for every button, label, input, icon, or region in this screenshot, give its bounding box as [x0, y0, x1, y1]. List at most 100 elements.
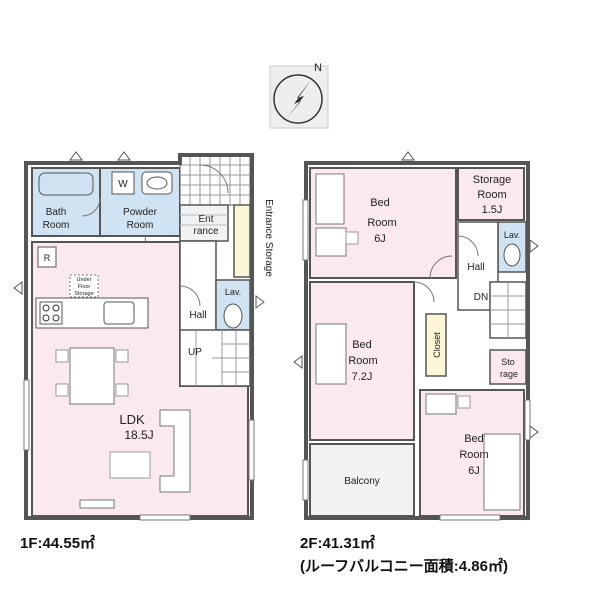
bathtub-icon [38, 172, 94, 196]
bed2-size: 7.2J [352, 371, 373, 383]
roof-balcony-area-note: (ルーフバルコニー面積:4.86㎡) [300, 558, 508, 575]
dn-label: DN [474, 292, 488, 303]
bed-icon [315, 173, 345, 225]
1f-outer-wall [24, 153, 254, 520]
vent-marker-icon [529, 425, 539, 439]
vent-marker-icon [293, 355, 303, 369]
powder-label-2: Room [127, 220, 154, 231]
desk-icon [315, 227, 347, 257]
bed1-label-1: Bed [370, 197, 390, 209]
underfloor-label-1: Under [77, 277, 92, 283]
door-swing-icon [457, 235, 479, 257]
tv-board-icon [79, 499, 115, 509]
bed3-size: 6J [468, 465, 480, 477]
bed-icon [315, 323, 347, 385]
bed1-label-2: Room [367, 217, 396, 229]
toilet-icon [223, 303, 243, 329]
door-swing-icon [179, 285, 201, 307]
bath-label-2: Room [43, 220, 70, 231]
closet-label: Closet [432, 332, 442, 358]
toilet-icon [503, 243, 521, 267]
lav-label-2f: Lav. [504, 230, 520, 240]
window-icon [23, 379, 30, 451]
coffee-table-icon [109, 451, 151, 479]
second-floor-plan: Bed Room 6J Storage Room 1.5J Lav. Hall … [293, 151, 539, 521]
balcony-label: Balcony [344, 476, 380, 487]
compass-circle-icon [273, 74, 323, 124]
lav-label-1f: Lav. [225, 287, 241, 297]
entrance-storage [233, 204, 251, 278]
up-label: UP [188, 347, 202, 358]
2f-area-label: 2F:41.31㎡ [300, 535, 376, 552]
entry-door-swing-icon [199, 164, 229, 194]
sink-icon [103, 301, 135, 325]
door-swing-icon [413, 281, 435, 303]
bed-icon [483, 433, 521, 511]
chair-icon [115, 349, 129, 363]
porch-tiles [179, 154, 251, 206]
compass-needle-icon [287, 80, 311, 118]
storage-small-2f [489, 349, 527, 385]
window-icon [302, 459, 309, 501]
chair-icon [457, 395, 471, 409]
vent-marker-icon [529, 239, 539, 253]
bed2-label-2: Room [348, 355, 377, 367]
fridge-mark: R [44, 253, 51, 263]
vent-marker-icon [401, 151, 415, 161]
vent-marker-icon [255, 295, 265, 309]
window-icon [524, 399, 531, 441]
compass-north-label: N [314, 62, 322, 74]
door-swing-icon [429, 255, 453, 279]
ldk-label: LDK [119, 412, 145, 427]
sto-label-1: Sto [501, 357, 515, 367]
chair-icon [115, 383, 129, 397]
powder-label-1: Powder [123, 207, 158, 218]
sto-label-2: rage [500, 369, 518, 379]
washbasin-icon [141, 171, 173, 195]
vent-marker-icon [117, 151, 131, 161]
sofa-icon [159, 409, 191, 493]
window-icon [248, 419, 255, 481]
fridge-icon [37, 246, 57, 268]
storage-label-1: Storage [473, 174, 512, 186]
entrance-label-1: Ent [198, 214, 213, 225]
closet [425, 313, 447, 377]
bed2-label-1: Bed [352, 339, 372, 351]
compass: N [269, 62, 329, 129]
desk-icon [425, 393, 457, 415]
vent-marker-icon [13, 281, 23, 295]
window-icon [302, 199, 309, 261]
stove-icon [39, 301, 63, 325]
balcony [309, 443, 415, 517]
chair-icon [55, 349, 69, 363]
bed1-size: 6J [374, 233, 386, 245]
bath-label-1: Bath [46, 207, 67, 218]
washer-mark: W [118, 179, 128, 190]
storage-room-2f [457, 167, 525, 221]
storage-label-2: Room [477, 189, 506, 201]
chair-icon [345, 231, 359, 245]
hall-label-2f: Hall [467, 262, 484, 273]
dining-table-icon [69, 347, 115, 405]
window-icon [139, 514, 191, 521]
first-floor-plan: Bath Room W Powder Room [13, 151, 274, 521]
storage-size: 1.5J [482, 204, 503, 216]
1f-area-label: 1F:44.55㎡ [20, 535, 96, 552]
underfloor-label-3: Storage [74, 291, 93, 297]
stairs-2f [489, 281, 527, 339]
underfloor-storage [69, 274, 99, 298]
door-swing-icon [81, 197, 101, 217]
washer-icon [111, 171, 135, 195]
entrance-label-2: rance [193, 226, 218, 237]
bed3-label-1: Bed [464, 433, 484, 445]
entrance-storage-label: Entrance Storage [263, 199, 274, 277]
window-icon [439, 514, 501, 521]
stairs-1f [179, 329, 251, 387]
chair-icon [55, 383, 69, 397]
ldk-size: 18.5J [124, 428, 153, 442]
underfloor-label-2: Floor [78, 284, 91, 290]
bed3-label-2: Room [459, 449, 488, 461]
hall-label-1f: Hall [189, 310, 206, 321]
basin-bowl-icon [146, 176, 168, 190]
